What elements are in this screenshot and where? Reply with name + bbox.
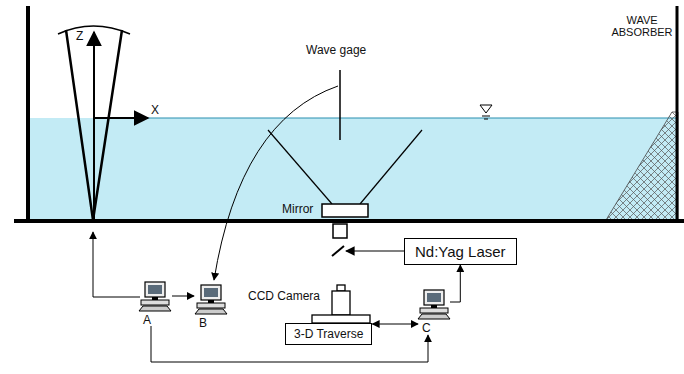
optics xyxy=(333,224,347,238)
node-text: 3-D Traverse xyxy=(294,327,363,341)
computer-icon xyxy=(416,288,452,320)
connector xyxy=(372,324,418,325)
gage-signal-line xyxy=(214,86,338,280)
laser-box: Nd:Yag Laser xyxy=(404,238,517,265)
computer-label: A xyxy=(143,313,151,327)
connector xyxy=(172,296,194,297)
tank-wall-right xyxy=(676,6,679,222)
part-label: Z xyxy=(76,30,83,43)
computer-icon xyxy=(137,280,173,312)
wave-absorber xyxy=(606,112,678,220)
mirror xyxy=(322,204,368,217)
wave-maker xyxy=(58,26,148,220)
water-level-symbol xyxy=(480,105,492,119)
part-label: WAVE ABSORBER xyxy=(606,14,678,38)
tank-bottom xyxy=(14,219,684,223)
node-text: Nd:Yag Laser xyxy=(415,243,506,260)
computer-icon xyxy=(193,283,229,315)
connector xyxy=(450,265,460,302)
computer: C xyxy=(416,288,452,334)
laser-beam xyxy=(346,250,404,251)
part-label: Mirror xyxy=(282,203,313,216)
light-sheet xyxy=(268,130,422,204)
water xyxy=(30,118,676,220)
computer: B xyxy=(193,283,229,329)
wave-maker-signal xyxy=(93,232,140,297)
computer: A xyxy=(137,280,173,326)
tank-wall-left xyxy=(26,6,30,222)
computer-label: B xyxy=(199,316,207,330)
computer-label: C xyxy=(422,321,431,335)
part-label: CCD Camera xyxy=(248,290,320,303)
wave-gage xyxy=(339,70,341,140)
water-surface xyxy=(94,117,676,118)
part-label: Wave gage xyxy=(306,44,366,57)
ccd-camera xyxy=(312,285,370,323)
reflector xyxy=(332,246,344,256)
traverse-base: 3-D Traverse xyxy=(285,323,372,345)
part-label: X xyxy=(151,104,159,117)
